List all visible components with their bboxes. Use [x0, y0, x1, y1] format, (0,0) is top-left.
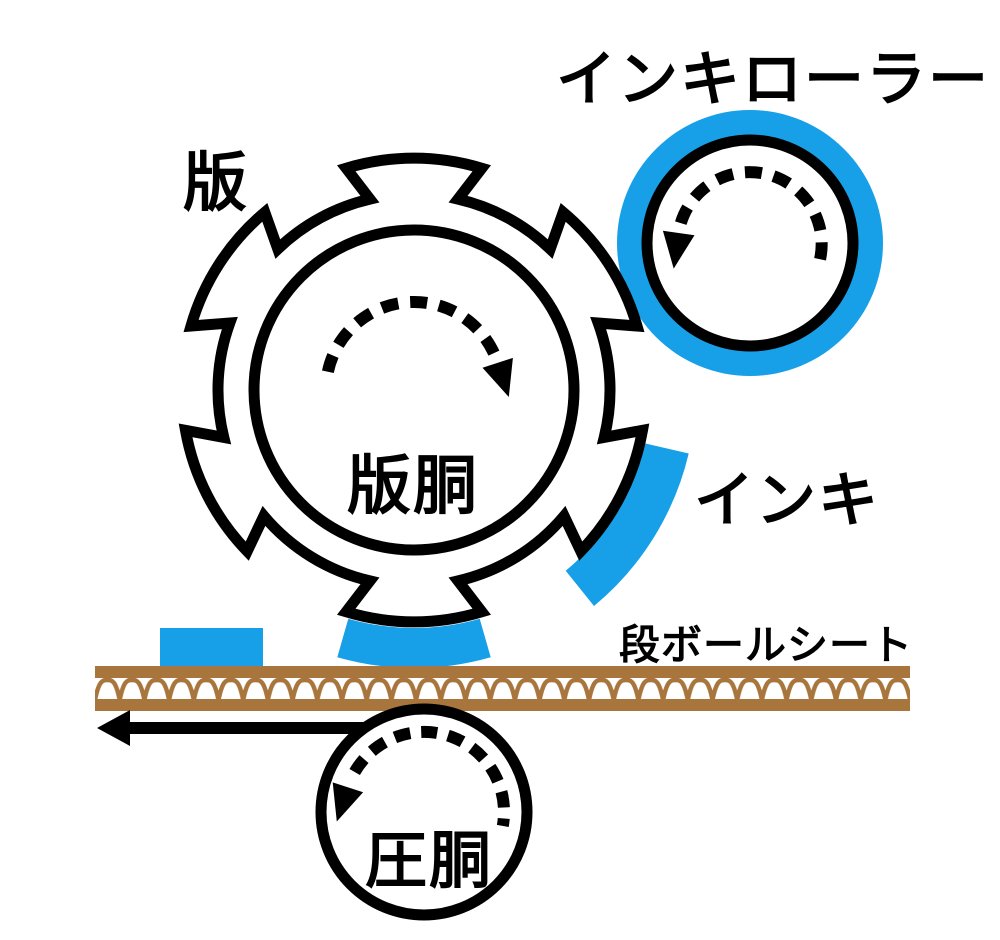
label-ink: インキ [694, 467, 880, 534]
label-cardboard-sheet: 段ボールシート [619, 622, 913, 668]
impression-cylinder-rotation-arrow [349, 725, 511, 827]
label-impression-cylinder: 圧胴 [365, 827, 493, 896]
printed-ink-patch [160, 628, 263, 667]
impression-cylinder-rotation-arrowhead [332, 782, 364, 822]
ink-patch-on-plate [337, 618, 491, 668]
label-plate-cylinder: 版胴 [347, 450, 479, 522]
sheet-direction-arrow [97, 710, 413, 746]
ink-roller-rotation-arrow [675, 166, 828, 262]
plate-cylinder-rotation-arrowhead [482, 357, 513, 397]
label-ink-roller: インキローラー [556, 46, 990, 113]
label-plate: 版 [183, 147, 249, 219]
plate-cylinder-core [248, 224, 580, 556]
ink-patch-lower-right [565, 443, 689, 606]
ink-roller-rotation-arrowhead [662, 230, 695, 269]
plate-cylinder-rotation-arrow [322, 295, 504, 373]
sheet-bottom-liner [95, 699, 910, 711]
impression-cylinder [315, 703, 533, 921]
sheet-flutes [95, 677, 910, 701]
sheet-top-liner [95, 666, 910, 678]
